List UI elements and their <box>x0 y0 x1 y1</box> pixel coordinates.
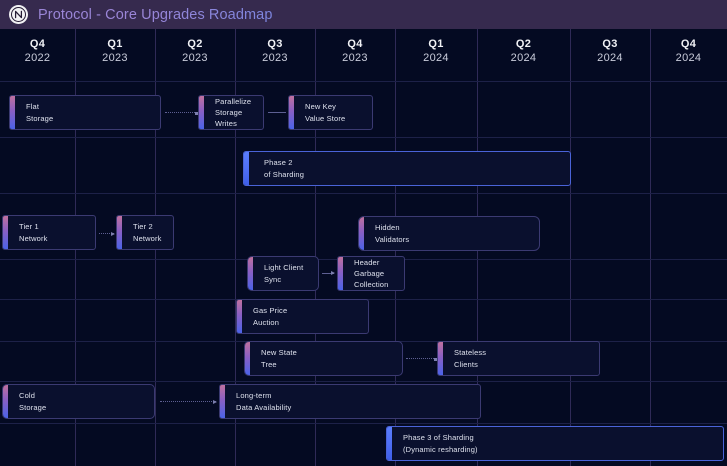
connector-arrowhead <box>213 399 217 404</box>
task-accent <box>245 342 250 375</box>
grid-line <box>235 29 236 466</box>
task-bar-light-client-sync[interactable]: Light Client Sync <box>247 256 319 291</box>
task-bar-parallelize-storage-writes[interactable]: Parallelize Storage Writes <box>198 95 264 130</box>
connector-cold-storage-to-long-term-data <box>160 399 217 404</box>
app-header: Protocol - Core Upgrades Roadmap <box>0 0 727 29</box>
task-accent <box>338 257 343 290</box>
timeline-column-q1-2024: Q1 2024 <box>423 38 449 64</box>
task-accent <box>199 96 204 129</box>
connector-light-client-to-header-gc <box>322 270 335 275</box>
task-label: Gas Price Auction <box>253 306 288 327</box>
task-accent <box>3 216 8 249</box>
row-divider <box>0 193 727 194</box>
near-logo-icon <box>9 5 28 24</box>
task-accent <box>438 342 443 375</box>
timeline-column-q2-2024: Q2 2024 <box>510 38 537 64</box>
timeline-column-q4-2022: Q4 2022 <box>24 38 51 64</box>
task-bar-stateless-clients[interactable]: Stateless Clients <box>437 341 600 376</box>
grid-line <box>315 29 316 466</box>
timeline-column-q4-2023: Q4 2023 <box>342 38 368 64</box>
task-bar-tier-2-network[interactable]: Tier 2 Network <box>116 215 174 250</box>
connector-flat-storage-to-parallelize <box>165 111 198 115</box>
task-label: Flat Storage <box>26 102 54 123</box>
task-bar-new-key-value-store[interactable]: New Key Value Store <box>288 95 373 130</box>
task-label: New State Tree <box>261 348 297 369</box>
connector-parallelize-to-new-key-value-store <box>268 112 286 113</box>
task-accent <box>3 385 8 418</box>
row-divider <box>0 423 727 424</box>
task-accent <box>387 427 392 460</box>
task-bar-gas-price-auction[interactable]: Gas Price Auction <box>236 299 369 334</box>
task-accent <box>359 217 364 250</box>
task-accent <box>289 96 294 129</box>
row-divider <box>0 381 727 382</box>
task-bar-flat-storage[interactable]: Flat Storage <box>9 95 161 130</box>
task-accent <box>248 257 253 290</box>
task-accent <box>237 300 242 333</box>
task-bar-hidden-validators[interactable]: Hidden Validators <box>358 216 540 251</box>
task-accent <box>244 152 249 185</box>
timeline-column-q3-2024: Q3 2024 <box>597 38 623 64</box>
timeline-column-q2-2023: Q2 2023 <box>182 38 208 64</box>
task-label: Tier 1 Network <box>19 222 48 243</box>
connector-arrowhead <box>331 270 335 275</box>
task-label: Long-term Data Availability <box>236 391 292 412</box>
timeline-column-q4-2024: Q4 2024 <box>675 38 702 64</box>
timeline-column-q1-2023: Q1 2023 <box>102 38 128 64</box>
task-label: Cold Storage <box>19 391 47 412</box>
connector-new-state-tree-to-stateless-clients <box>406 357 437 361</box>
task-accent <box>117 216 122 249</box>
task-label: Header Garbage Collection <box>354 257 389 290</box>
task-label: Phase 2 of Sharding <box>264 158 305 179</box>
row-divider <box>0 137 727 138</box>
row-divider <box>0 81 727 82</box>
timeline-grid: Q4 2022 Q1 2023 Q2 2023 Q3 2023 Q4 2023 … <box>0 29 727 466</box>
page-title: Protocol - Core Upgrades Roadmap <box>38 6 273 23</box>
task-bar-long-term-data-availability[interactable]: Long-term Data Availability <box>219 384 481 419</box>
task-accent <box>220 385 225 418</box>
task-label: New Key Value Store <box>305 102 346 123</box>
task-accent <box>10 96 15 129</box>
connector-endpoint <box>195 111 198 115</box>
task-bar-new-state-tree[interactable]: New State Tree <box>244 341 403 376</box>
task-bar-phase-3-of-sharding[interactable]: Phase 3 of Sharding (Dynamic resharding) <box>386 426 724 461</box>
connector-arrowhead <box>111 231 115 236</box>
task-label: Light Client Sync <box>264 263 304 284</box>
connector-endpoint <box>434 357 437 361</box>
timeline-column-q3-2023: Q3 2023 <box>262 38 288 64</box>
task-label: Tier 2 Network <box>133 222 162 243</box>
task-label: Phase 3 of Sharding (Dynamic resharding) <box>403 433 478 454</box>
task-bar-tier-1-network[interactable]: Tier 1 Network <box>2 215 96 250</box>
task-label: Stateless Clients <box>454 348 487 369</box>
grid-line <box>570 29 571 466</box>
task-label: Hidden Validators <box>375 223 410 244</box>
task-bar-header-garbage-collection[interactable]: Header Garbage Collection <box>337 256 405 291</box>
grid-line <box>650 29 651 466</box>
task-label: Parallelize Storage Writes <box>215 96 252 129</box>
task-bar-cold-storage[interactable]: Cold Storage <box>2 384 155 419</box>
connector-tier1-to-tier2 <box>99 231 115 236</box>
task-bar-phase-2-of-sharding[interactable]: Phase 2 of Sharding <box>243 151 571 186</box>
